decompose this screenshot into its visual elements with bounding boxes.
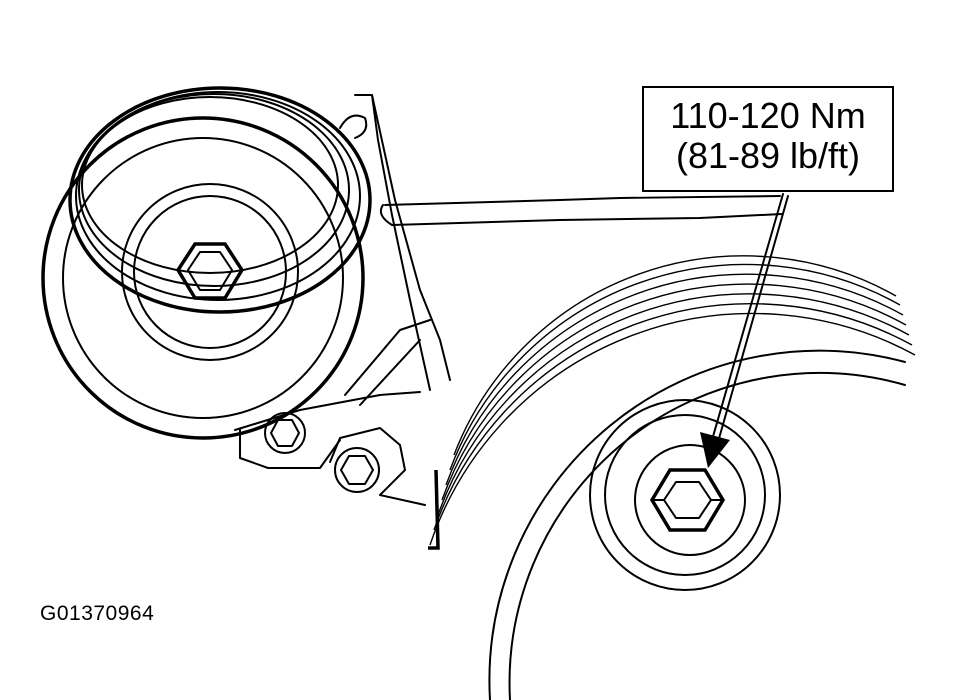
torque-lbft-label: (81-89 lb/ft) xyxy=(675,135,861,176)
engine-bracket xyxy=(234,94,783,506)
torque-nm-label: 110-120 Nm xyxy=(670,95,866,136)
torque-spec-callout: 110-120 Nm (81-89 lb/ft) xyxy=(642,86,894,192)
bracket-bolt-upper xyxy=(264,412,306,454)
tensioner-pulley xyxy=(41,86,372,440)
bracket-bolt-lower xyxy=(334,447,380,493)
torque-leader-arrow xyxy=(700,193,789,468)
figure-id-label: G01370964 xyxy=(40,602,155,625)
crankshaft-pulley xyxy=(428,255,916,700)
